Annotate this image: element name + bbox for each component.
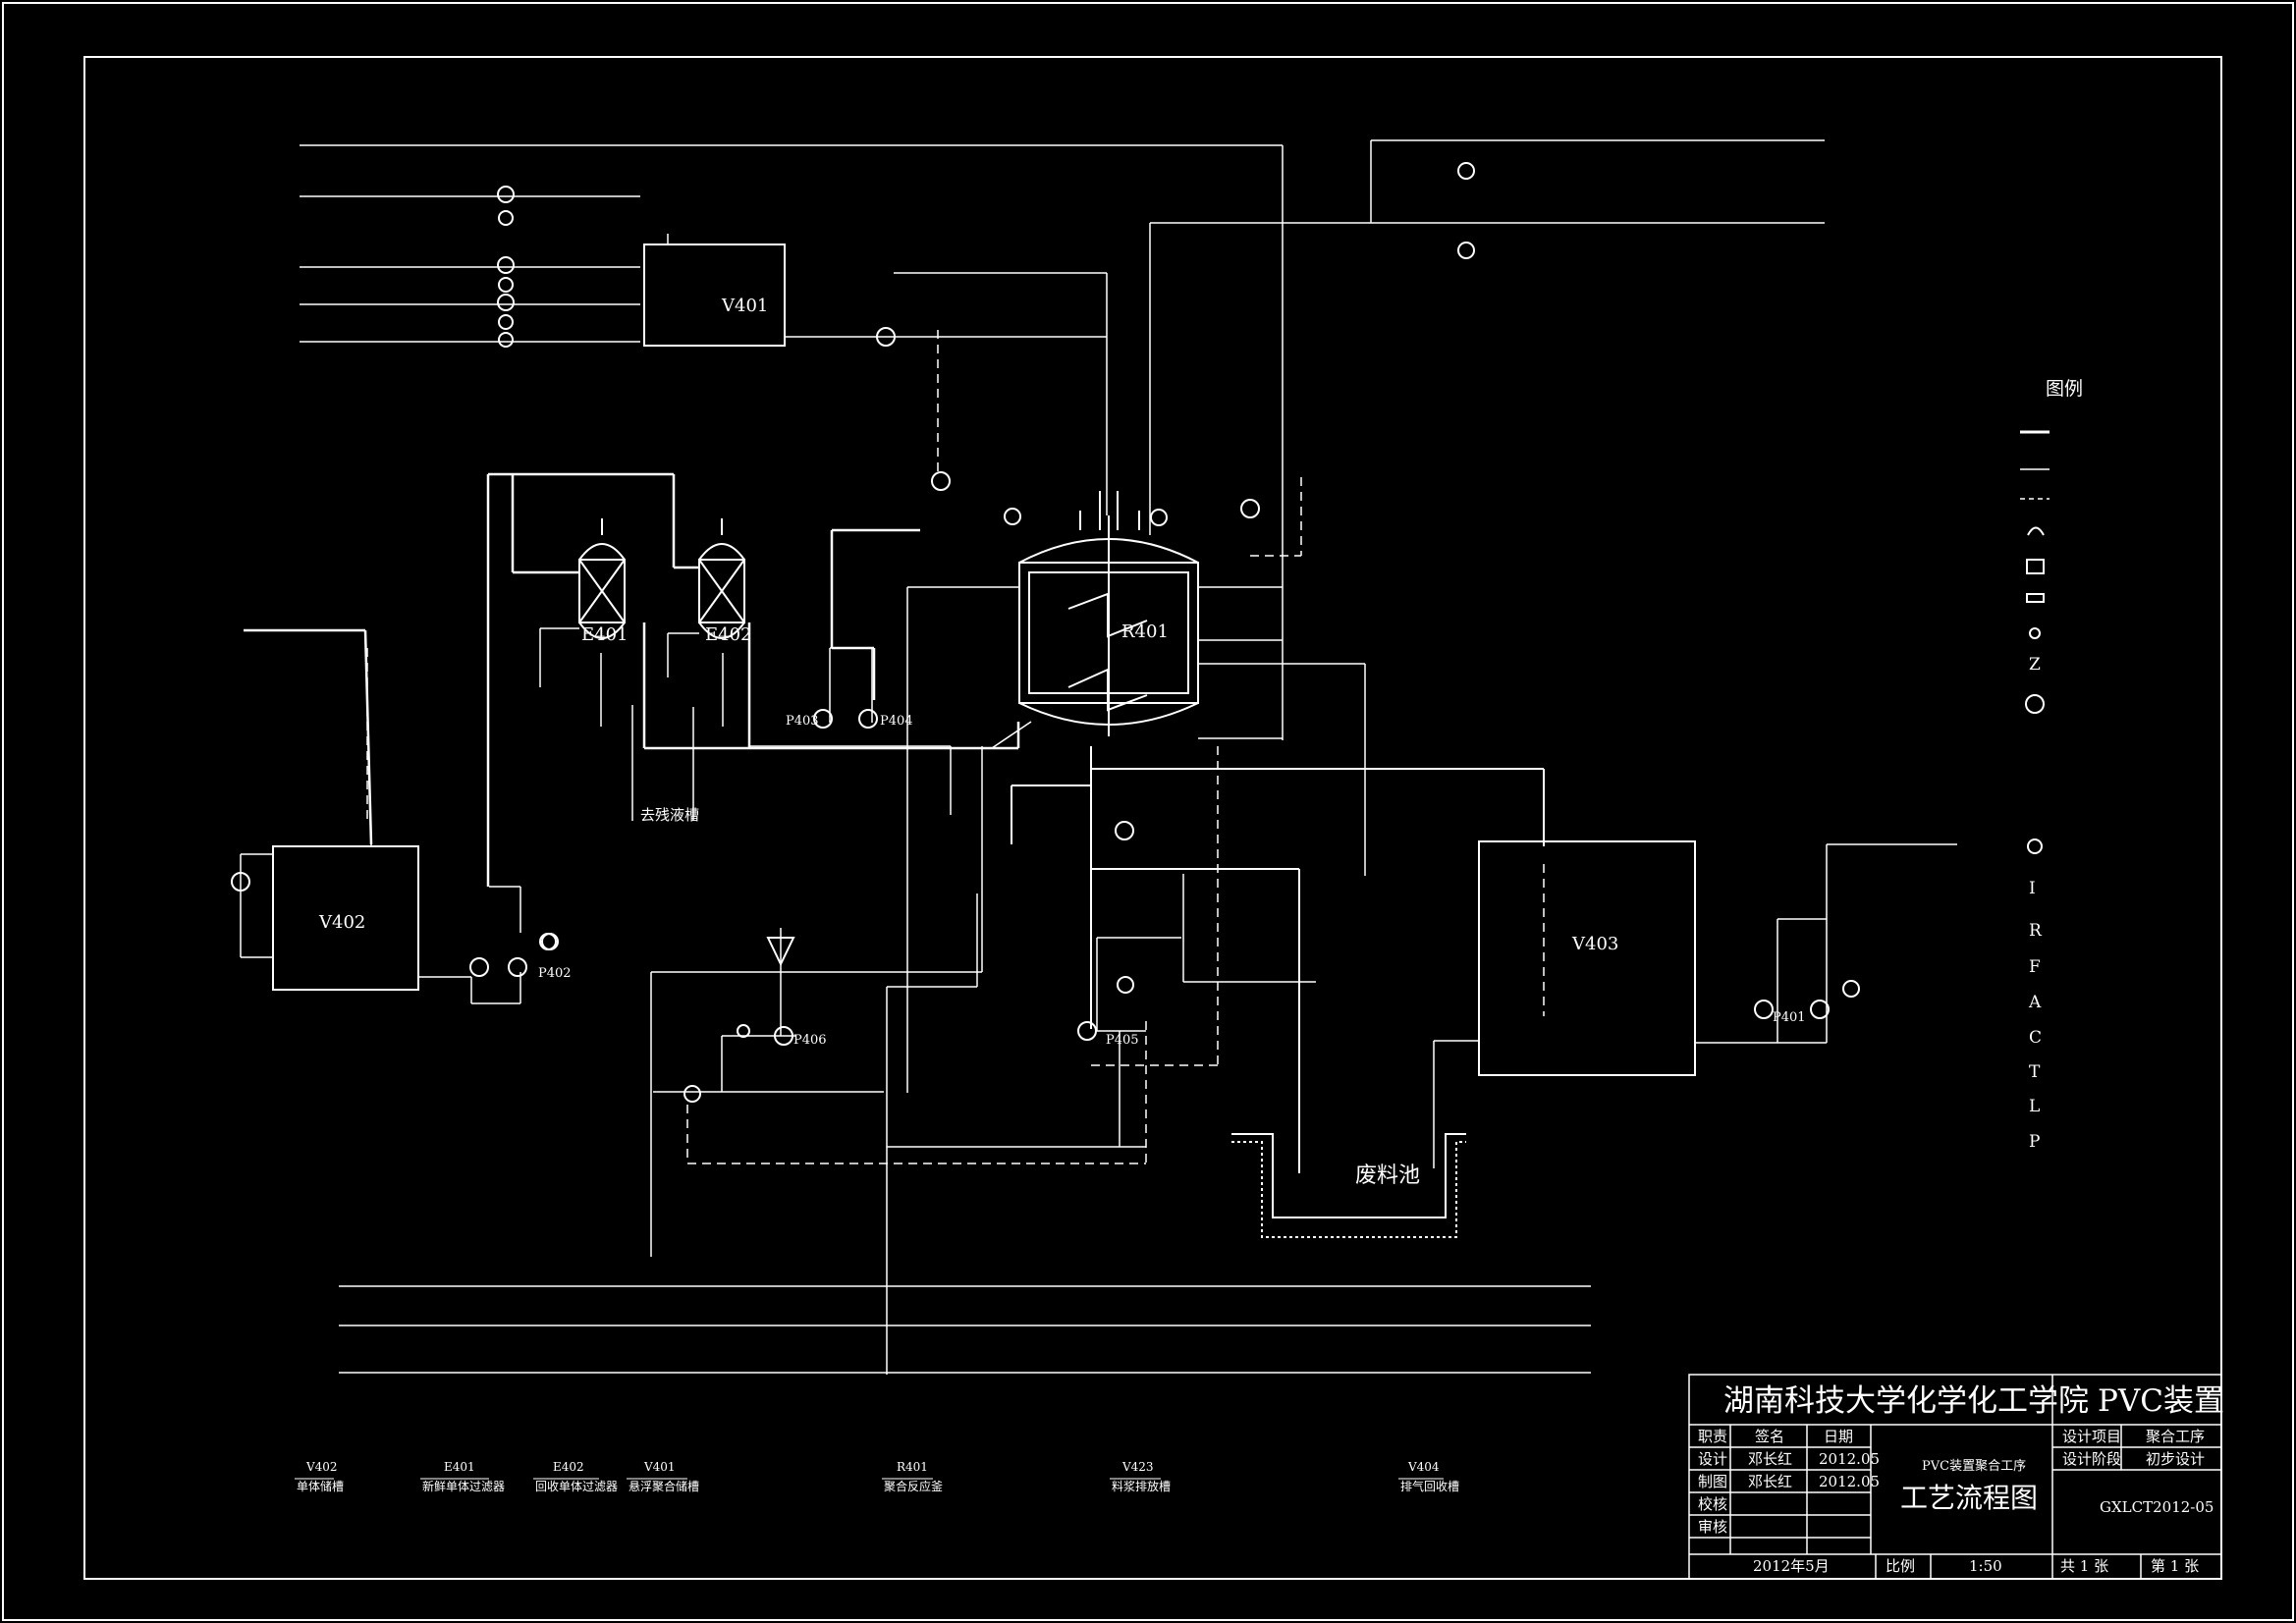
tb-scale-label: 比例 (1886, 1557, 1915, 1575)
reactor-discharge (1011, 746, 1545, 1173)
p405-pump (1077, 1021, 1097, 1041)
legend-letter-l: L (2029, 1097, 2040, 1116)
legend-letter-p: P (2029, 1132, 2040, 1152)
equipment-list-tag: V423 (1121, 1460, 1154, 1474)
e402-label: E402 (705, 624, 752, 645)
tb-date: 2012年5月 (1753, 1557, 1830, 1575)
instrument-bubbles (231, 162, 1860, 1103)
tb-design-name: 邓长红 (1748, 1450, 1792, 1468)
tb-design-date: 2012.05 (1819, 1450, 1880, 1468)
p403-p404-piping (749, 647, 952, 815)
waste-pool (1231, 1133, 1466, 1238)
equipment-list: V402 单体储槽 E401 新鲜单体过滤器 E402 回收单体过滤器 V401… (297, 1460, 1459, 1493)
tb-draw-date: 2012.05 (1819, 1473, 1880, 1490)
legend: 图例 Z I R F A C T L P (2028, 378, 2083, 1152)
equipment-list-name: 悬浮聚合储槽 (629, 1479, 699, 1493)
legend-letter-r: R (2029, 921, 2043, 941)
tb-draw-name: 邓长红 (1748, 1473, 1792, 1490)
r401-reactor (1018, 491, 1199, 736)
tb-sheet-no: 第 1 张 (2151, 1557, 2199, 1575)
equipment-list-tag: R401 (897, 1460, 928, 1474)
tb-drawing-no: GXLCT2012-05 (2100, 1498, 2214, 1516)
p405-label: P405 (1106, 1033, 1139, 1048)
legend-samples (2020, 430, 2050, 854)
legend-letter-f: F (2029, 957, 2041, 977)
equipment-tags: V401 V402 V403 E401 E402 R401 P401 P402 … (318, 296, 1806, 1048)
top-utility-lines (300, 139, 1825, 740)
tb-design-stage-value: 初步设计 (2146, 1450, 2205, 1468)
tb-check-label: 校核 (1698, 1495, 1727, 1513)
v403-tank (1478, 840, 1696, 1076)
p403-label: P403 (786, 714, 819, 729)
drawing-title: 工艺流程图 (1900, 1482, 2038, 1514)
v402-label: V402 (318, 912, 365, 933)
r401-label: R401 (1121, 622, 1169, 642)
p401-label: P401 (1773, 1010, 1806, 1025)
v402-tank (272, 845, 419, 991)
p402-label: P402 (538, 966, 572, 981)
tb-header-sign: 签名 (1755, 1428, 1784, 1445)
equipment-list-tag: V401 (643, 1460, 676, 1474)
to-recovery-label: 去残液槽 (640, 806, 699, 824)
tb-review-label: 审核 (1698, 1518, 1727, 1536)
project-name: PVC装置 (2098, 1383, 2224, 1419)
bottom-utility-lines (339, 1285, 1591, 1374)
tb-header-date: 日期 (1824, 1428, 1853, 1445)
title-block: 湖南科技大学化学化工学院 PVC装置 职责 签名 日期 设计 邓长红 2012.… (1698, 1383, 2224, 1575)
tb-header-role: 职责 (1698, 1428, 1727, 1445)
legend-letter-a: A (2028, 993, 2042, 1012)
v403-pumps (1754, 1000, 1830, 1019)
e401-label: E401 (581, 624, 629, 645)
v401-tank (643, 243, 786, 347)
monomer-piping (244, 472, 1020, 887)
legend-letter-z: Z (2029, 655, 2041, 675)
equipment-list-name: 聚合反应釜 (884, 1479, 943, 1493)
equipment-list-name: 料浆排放槽 (1112, 1479, 1171, 1493)
v403-piping (1433, 843, 1957, 1168)
equipment-list-tag: V404 (1407, 1460, 1440, 1474)
tb-scale-value: 1:50 (1969, 1557, 2002, 1575)
legend-letter-t: T (2029, 1062, 2041, 1082)
equipment-list-tag: V402 (305, 1460, 338, 1474)
drawing-subtitle: PVC装置聚合工序 (1922, 1459, 2026, 1474)
inner-border (83, 56, 2222, 1580)
filter-drains (539, 627, 724, 821)
title-block-frame (1688, 1374, 2222, 1580)
tb-design-item-value: 聚合工序 (2146, 1428, 2205, 1445)
e402-filter (698, 518, 745, 639)
p404-label: P404 (880, 714, 913, 729)
p403-p404-pumps (813, 709, 878, 729)
v402-pumps (469, 933, 559, 977)
tb-design-label: 设计 (1698, 1450, 1727, 1468)
equipment-list-name: 单体储槽 (297, 1479, 344, 1493)
legend-title: 图例 (2046, 378, 2083, 400)
p406-label: P406 (793, 1033, 827, 1048)
recycle-dashed (366, 330, 1545, 1164)
p406-pump (737, 937, 795, 1046)
v401-label: V401 (721, 296, 768, 316)
equipment-list-tag: E402 (553, 1460, 584, 1474)
waste-pool-label: 废料池 (1355, 1163, 1420, 1188)
institute-name: 湖南科技大学化学化工学院 (1723, 1383, 2089, 1419)
tb-sheets-total: 共 1 张 (2060, 1557, 2108, 1575)
legend-letter-i: I (2029, 879, 2036, 898)
tb-design-item-label: 设计项目 (2062, 1428, 2121, 1445)
equipment-list-tag: E401 (444, 1460, 475, 1474)
tb-design-stage-label: 设计阶段 (2062, 1450, 2121, 1468)
p405-piping (886, 874, 1316, 1375)
equipment-list-name: 回收单体过滤器 (535, 1480, 618, 1493)
reactor-jacket-lines (756, 586, 1366, 1093)
equipment-list-name: 排气回收槽 (1400, 1479, 1459, 1493)
v403-label: V403 (1571, 934, 1618, 954)
tb-draw-label: 制图 (1698, 1473, 1727, 1490)
e401-filter (578, 518, 626, 639)
v402-piping (240, 844, 521, 1004)
equipment-list-name: 新鲜单体过滤器 (422, 1479, 505, 1493)
legend-letter-c: C (2029, 1028, 2042, 1048)
p406-piping (650, 746, 983, 1257)
